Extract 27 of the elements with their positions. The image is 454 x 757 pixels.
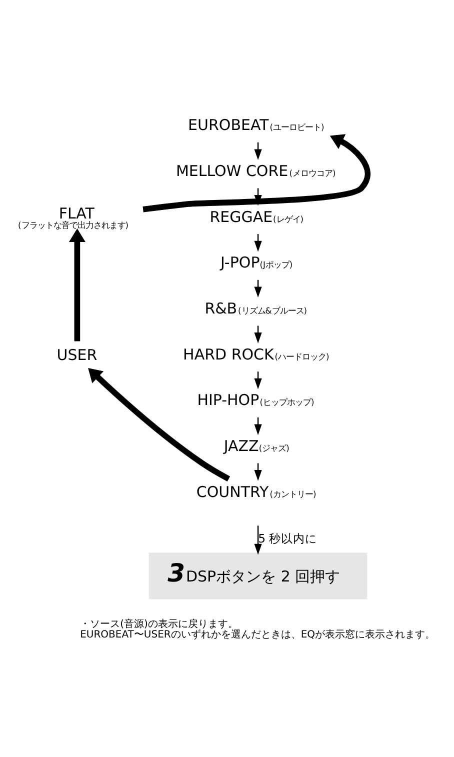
node-text: EUROBEAT xyxy=(188,116,269,134)
node-box: 3 DSPボタンを 2 回押す xyxy=(148,552,368,600)
node-label: (ヒップホップ) xyxy=(260,397,314,408)
arrow xyxy=(68,228,86,342)
label: ・ソース(音源)の表示に戻ります。 EUROBEAT〜USERのいずれかを選んだときは、EQが表示窓に表示されます。 xyxy=(80,618,436,641)
node-label: (リズム&ブルース) xyxy=(238,306,308,316)
node-text: HIP-HOP xyxy=(197,391,260,410)
edge-label: 5 秒以内に xyxy=(258,531,318,546)
node-text: REGGAE xyxy=(210,208,273,226)
node-label: (Jポップ) xyxy=(260,260,293,270)
node-label: (ハードロック) xyxy=(274,351,330,362)
arrow xyxy=(254,526,262,555)
node-text: MELLOW CORE xyxy=(176,162,288,180)
node-label: (メロウコア) xyxy=(289,168,336,178)
node-text: USER xyxy=(56,346,98,364)
node-text: J-POP xyxy=(220,254,260,272)
node-label: (ユーロビート) xyxy=(270,122,324,132)
node-text: R&B xyxy=(204,300,238,318)
node-label: (レゲイ) xyxy=(273,214,304,224)
node-text: FLAT (フラットな音で出力されます) xyxy=(18,204,129,230)
node-label: (カントリー) xyxy=(270,488,316,499)
node-text: COUNTRY xyxy=(196,482,269,501)
node-text: HARD ROCK xyxy=(183,345,274,364)
arrow xyxy=(88,368,230,482)
arrow xyxy=(142,134,371,212)
node-label: (ジャズ) xyxy=(258,443,290,454)
node-text: JAZZ xyxy=(224,437,259,456)
